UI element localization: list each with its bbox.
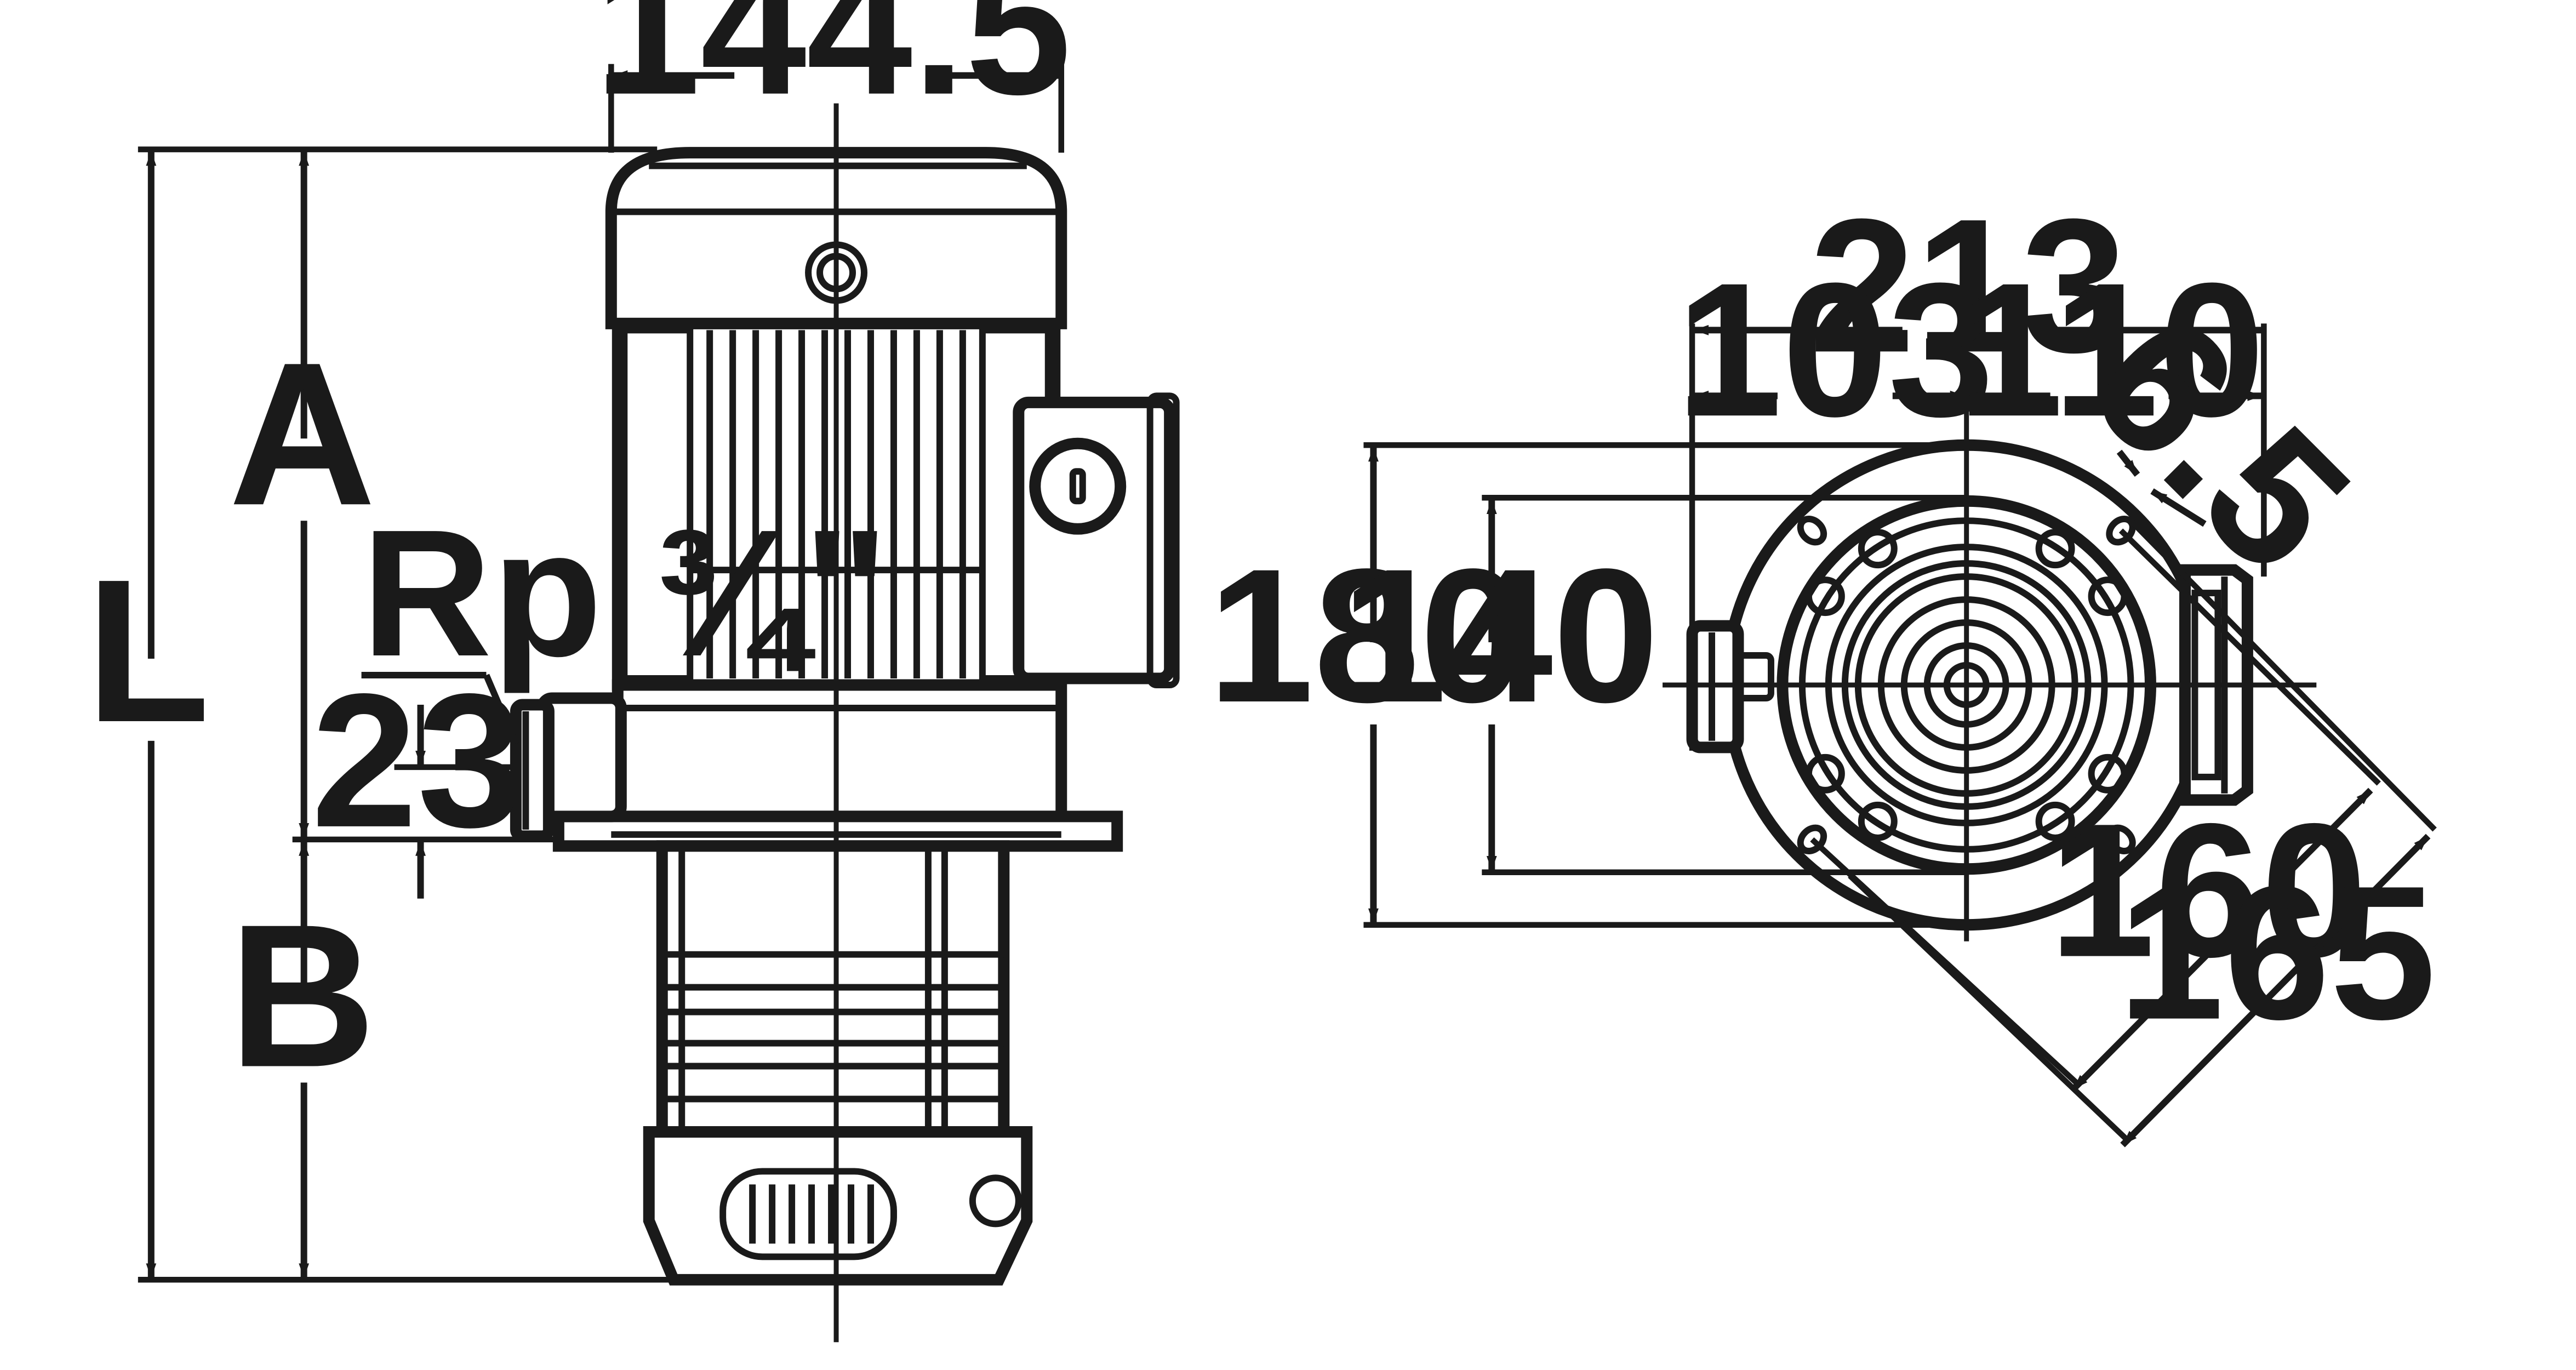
port-offset-dimension: 23 bbox=[311, 654, 523, 899]
port-thread-callout: Rp ¾" bbox=[361, 492, 889, 746]
lower-length-dimension: B bbox=[229, 841, 376, 1278]
port-thread-label: Rp ¾" bbox=[362, 492, 889, 695]
side-view-extension-lines bbox=[138, 64, 1065, 1283]
upper-length-dimension: A bbox=[229, 151, 376, 838]
outer-height-dimension: 180 bbox=[1208, 447, 1526, 923]
outer-circle-dimension: 165 bbox=[2118, 834, 2436, 1148]
flange-view-centerlines bbox=[1663, 379, 2317, 941]
upper-length-label: A bbox=[229, 319, 375, 547]
left-offset-dimension: 103 bbox=[1676, 243, 1994, 456]
port-offset-label: 23 bbox=[311, 654, 523, 867]
width-label: 144.5 bbox=[595, 0, 1071, 134]
pump-column bbox=[656, 840, 1010, 1141]
inner-height-dimension: 140 bbox=[1341, 499, 1659, 871]
left-offset-label: 103 bbox=[1676, 243, 1994, 456]
total-length-label: L bbox=[85, 536, 210, 764]
total-length-dimension: L bbox=[85, 151, 210, 1278]
overall-width-label: 213 bbox=[1809, 179, 2127, 392]
width-dimension: 144.5 bbox=[595, 0, 1071, 134]
terminal-box bbox=[1013, 392, 1180, 688]
overall-width-dimension: 213 bbox=[1694, 179, 2263, 392]
right-offset-dimension: 110 bbox=[1957, 243, 2265, 456]
outer-height-label: 180 bbox=[1208, 529, 1526, 742]
inner-height-label: 140 bbox=[1341, 529, 1659, 742]
right-offset-label: 110 bbox=[1957, 243, 2265, 456]
lower-length-label: B bbox=[229, 882, 375, 1110]
outer-circle-label: 165 bbox=[2118, 846, 2436, 1059]
flange-view-extension-lines bbox=[1363, 323, 2437, 1144]
discharge-port bbox=[510, 692, 627, 842]
flange-view: 213 103 110 6.5 180 bbox=[1208, 179, 2437, 1148]
side-view: 144.5 L A B Rp ¾" 23 bbox=[85, 0, 1180, 1343]
